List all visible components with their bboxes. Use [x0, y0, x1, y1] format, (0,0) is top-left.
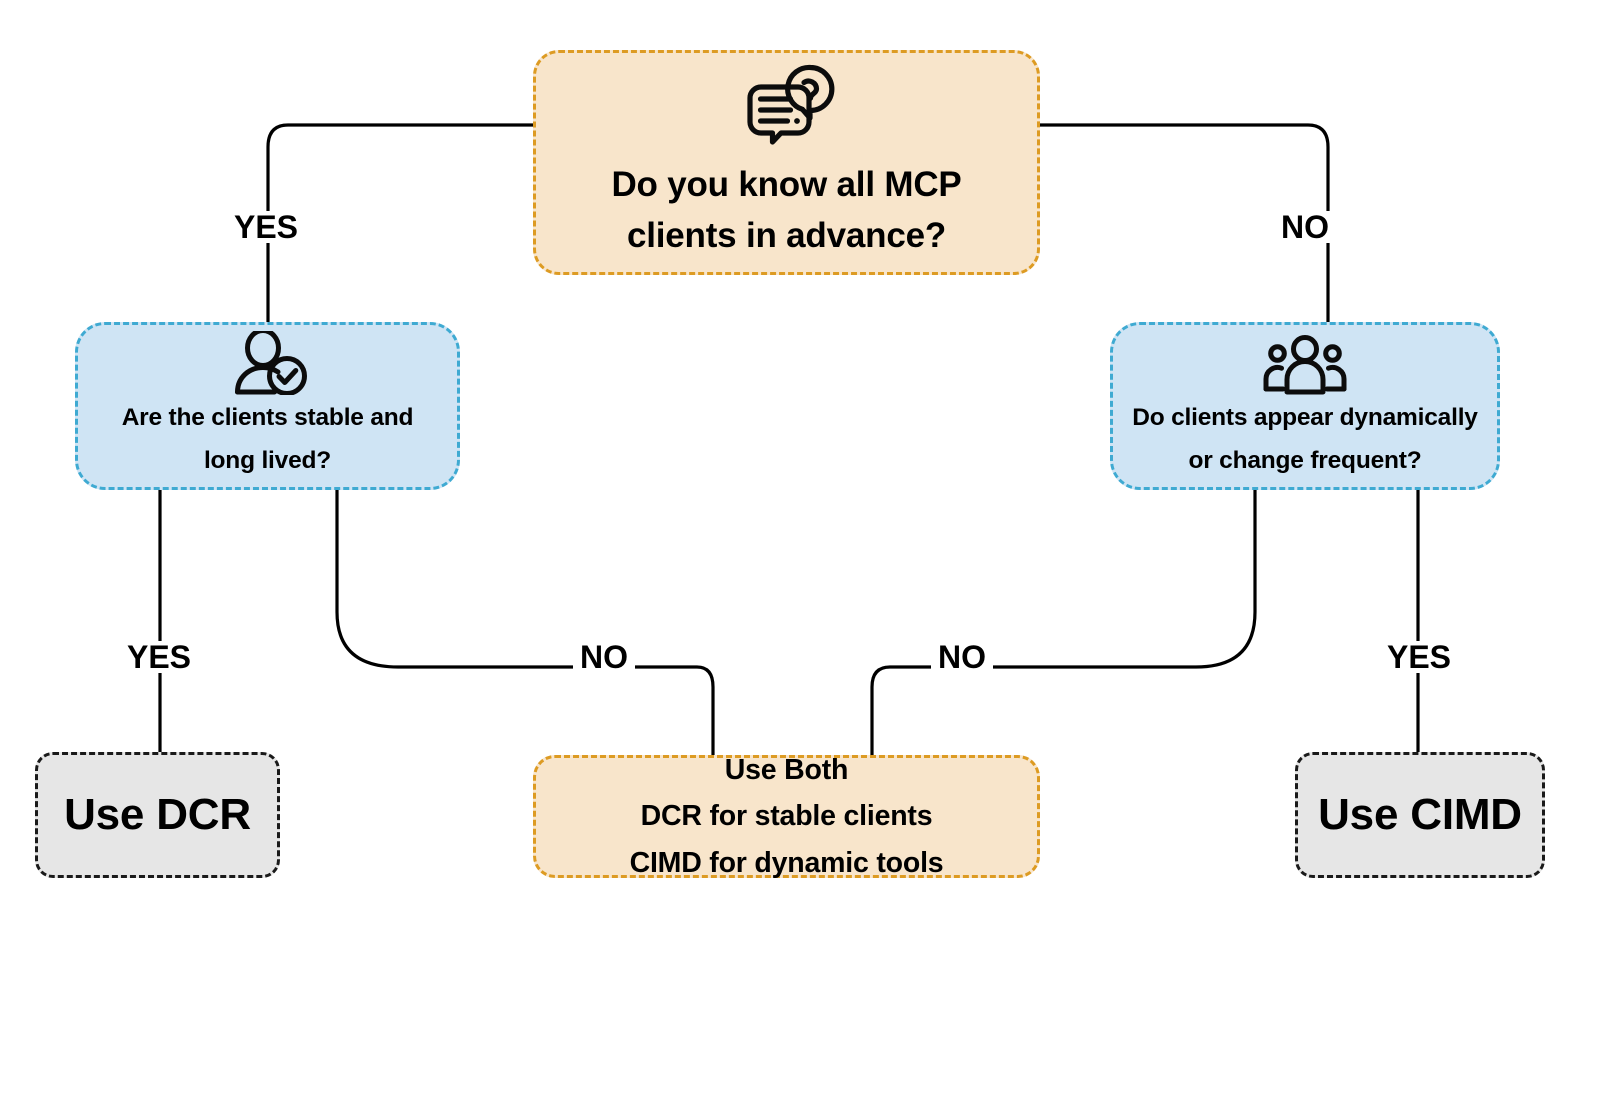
user-check-icon — [225, 328, 311, 397]
edge-label-root-no: NO — [1274, 211, 1336, 243]
result-node-cimd[interactable]: Use CIMD — [1295, 752, 1545, 878]
left-line-1: Are the clients stable and — [121, 404, 414, 432]
decision-node-left-text: Are the clients stable and long lived? — [122, 397, 414, 483]
edge-label-right-no: NO — [931, 641, 993, 673]
root-line-2: clients in advance? — [626, 215, 947, 255]
chat-question-icon — [735, 64, 839, 150]
edge-label-left-no: NO — [573, 641, 635, 673]
edge-label-root-yes: YES — [226, 211, 306, 243]
result-node-dcr[interactable]: Use DCR — [35, 752, 280, 878]
decision-node-left[interactable]: Are the clients stable and long lived? — [75, 322, 460, 490]
both-line-3: CIMD for dynamic tools — [629, 846, 944, 879]
decision-node-right[interactable]: Do clients appear dynamically or change … — [1110, 322, 1500, 490]
right-line-2: or change frequent? — [1188, 447, 1422, 474]
decision-node-right-text: Do clients appear dynamically or change … — [1132, 397, 1478, 483]
connector-root-yes — [266, 123, 533, 322]
result-node-cimd-label: Use CIMD — [1318, 789, 1522, 839]
both-line-2: DCR for stable clients — [640, 800, 933, 833]
user-group-icon — [1262, 335, 1348, 395]
right-line-1: Do clients appear dynamically — [1132, 404, 1478, 432]
connector-right-no — [870, 490, 1257, 755]
edge-label-left-yes: YES — [119, 641, 199, 673]
question-node-root-text: Do you know all MCP clients in advance? — [611, 160, 961, 262]
result-node-dcr-label: Use DCR — [64, 789, 251, 839]
result-node-both[interactable]: Use Both DCR for stable clients CIMD for… — [533, 754, 1040, 879]
left-line-2: long lived? — [203, 447, 332, 474]
root-line-1: Do you know all MCP — [611, 164, 962, 204]
question-node-root[interactable]: Do you know all MCP clients in advance? — [533, 50, 1040, 275]
both-line-1: Use Both — [724, 754, 849, 787]
connector-left-no — [335, 490, 715, 755]
edge-label-right-yes: YES — [1379, 641, 1459, 673]
result-node-both-text: Use Both DCR for stable clients CIMD for… — [630, 747, 944, 885]
